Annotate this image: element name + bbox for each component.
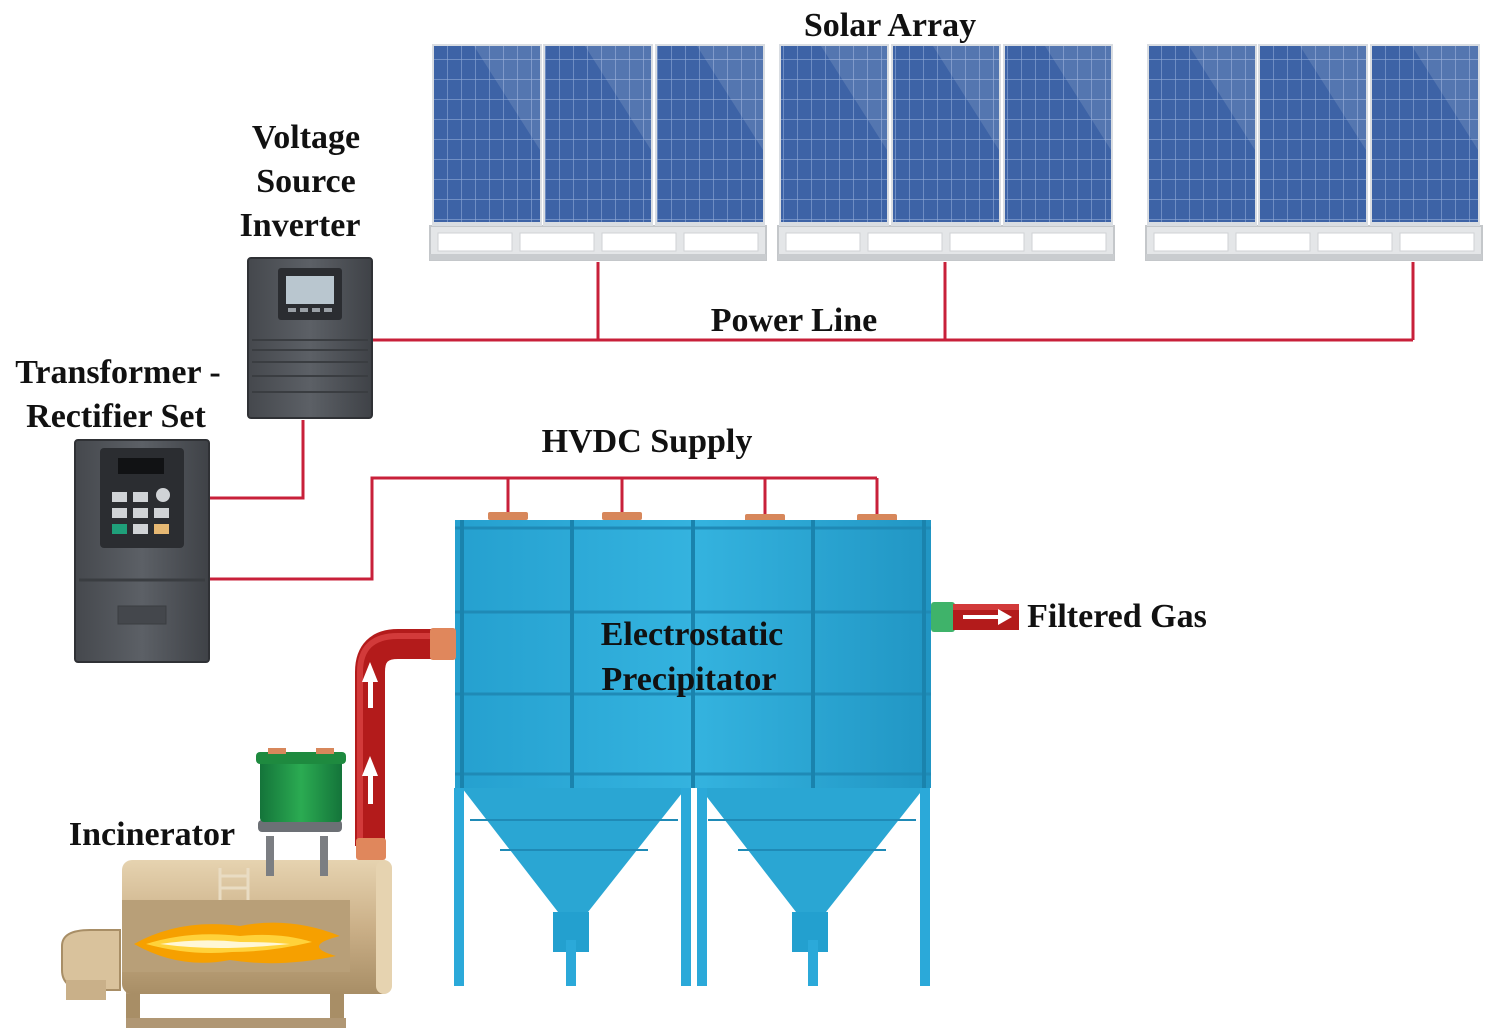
panel-glare — [585, 46, 651, 150]
flame-icon — [134, 922, 340, 964]
hvdc-supply-label: HVDC Supply — [542, 423, 753, 460]
esp-label-line-2: Precipitator — [602, 661, 777, 698]
vsi-to-tr-wire — [210, 420, 305, 500]
panel-cells — [1372, 46, 1478, 222]
panel-rack-slot — [867, 232, 943, 252]
solar-panel-icon — [432, 44, 542, 226]
outlet-pipe — [931, 602, 1019, 632]
panel-glare — [821, 46, 887, 150]
solar-panel-icon — [779, 44, 889, 226]
panel-cells — [781, 46, 887, 222]
solar-panel-icon — [1147, 44, 1257, 226]
solar-panel-icon — [1370, 44, 1480, 226]
electrostatic-precipitator-icon — [454, 512, 931, 986]
panel-cells — [434, 46, 540, 222]
panel-cells — [1260, 46, 1366, 222]
panel-rack-slot — [1317, 232, 1393, 252]
panel-rack-slot — [1399, 232, 1475, 252]
voltage-source-inverter-icon — [247, 257, 373, 419]
solar-array — [429, 44, 1483, 261]
panel-rack-base — [1146, 254, 1482, 260]
esp-label-line-1: Electrostatic — [601, 616, 784, 653]
filtered-gas-label: Filtered Gas — [1027, 598, 1207, 635]
flow-arrow-icon — [963, 609, 1012, 625]
power-line-wires — [210, 262, 1415, 581]
solar-panel-icon — [655, 44, 765, 226]
tr-set-label-line-1: Transformer - — [15, 354, 221, 391]
flow-arrow-icon — [362, 662, 378, 804]
panel-glare — [1189, 46, 1255, 150]
panel-rack-slot — [1153, 232, 1229, 252]
panel-rack-slot — [601, 232, 677, 252]
panel-cells — [1149, 46, 1255, 222]
panel-cells — [657, 46, 763, 222]
incinerator-icon — [61, 748, 392, 1028]
panel-glare — [474, 46, 540, 150]
solar-panel-group — [1145, 44, 1483, 261]
inlet-pipe — [355, 628, 456, 860]
vsi-label-line-1: Voltage — [252, 119, 360, 156]
panel-rack-base — [778, 254, 1114, 260]
vsi-label-line-3: Inverter — [240, 207, 361, 244]
power-line-label: Power Line — [711, 302, 878, 339]
solar-panel-icon — [1003, 44, 1113, 226]
panel-rack-slot — [683, 232, 759, 252]
labels: Solar Array Voltage Source Inverter Powe… — [15, 7, 1207, 853]
panel-rack-slot — [785, 232, 861, 252]
panel-cells — [1005, 46, 1111, 222]
panel-rack-slot — [949, 232, 1025, 252]
transformer-rectifier-icon — [74, 439, 210, 663]
solar-panel-icon — [543, 44, 653, 226]
solar-array-label: Solar Array — [804, 7, 976, 44]
solar-panel-icon — [1258, 44, 1368, 226]
panel-rack-slot — [437, 232, 513, 252]
panel-glare — [1045, 46, 1111, 150]
panel-cells — [893, 46, 999, 222]
panel-glare — [1300, 46, 1366, 150]
panel-rack-base — [430, 254, 766, 260]
solar-panel-group — [777, 44, 1115, 261]
panel-cells — [545, 46, 651, 222]
solar-panel-group — [429, 44, 767, 261]
solar-panel-icon — [891, 44, 1001, 226]
incinerator-label: Incinerator — [69, 816, 235, 853]
tr-set-label-line-2: Rectifier Set — [26, 398, 206, 435]
hvdc-supply-wire — [210, 476, 877, 581]
panel-rack-slot — [519, 232, 595, 252]
vsi-label-line-2: Source — [256, 163, 355, 200]
panel-glare — [933, 46, 999, 150]
panel-glare — [1412, 46, 1478, 150]
panel-rack-slot — [1031, 232, 1107, 252]
panel-rack-slot — [1235, 232, 1311, 252]
panel-glare — [697, 46, 763, 150]
